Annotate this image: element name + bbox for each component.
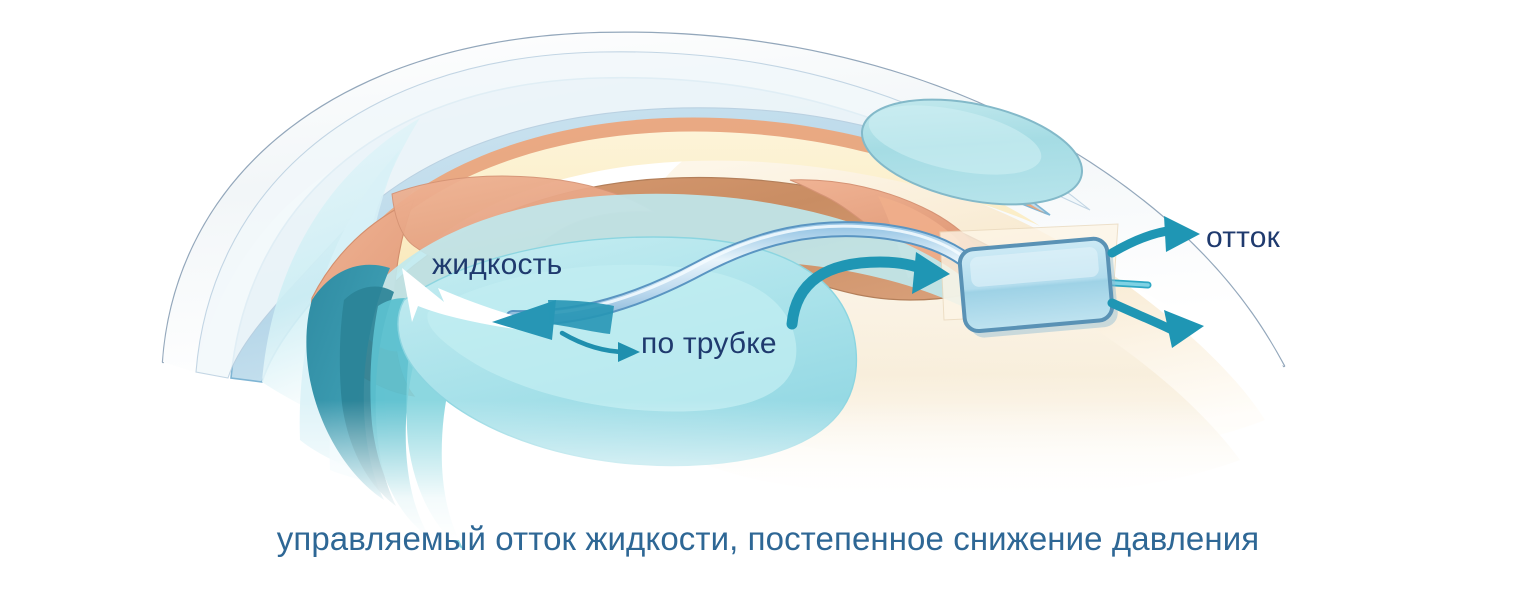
tube-to-plate-arrow [786,252,950,330]
fluid-flow-arrow-white [402,268,524,330]
left-fade [0,0,170,613]
outflow-arrow-upper [1107,216,1200,258]
label-outflow: отток [1206,221,1280,254]
fluid-flow-arrow-teal [492,300,614,340]
label-through-tube: по трубке [641,327,777,360]
through-tube-arrow [559,330,640,362]
outflow-arrow-lower [1107,298,1204,348]
bottom-fade [0,400,1536,540]
implant-plate [957,236,1118,338]
label-fluid: жидкость [432,248,563,281]
diagram-caption: управляемый отток жидкости, постепенное … [276,520,1260,557]
filtering-bleb [860,98,1084,206]
